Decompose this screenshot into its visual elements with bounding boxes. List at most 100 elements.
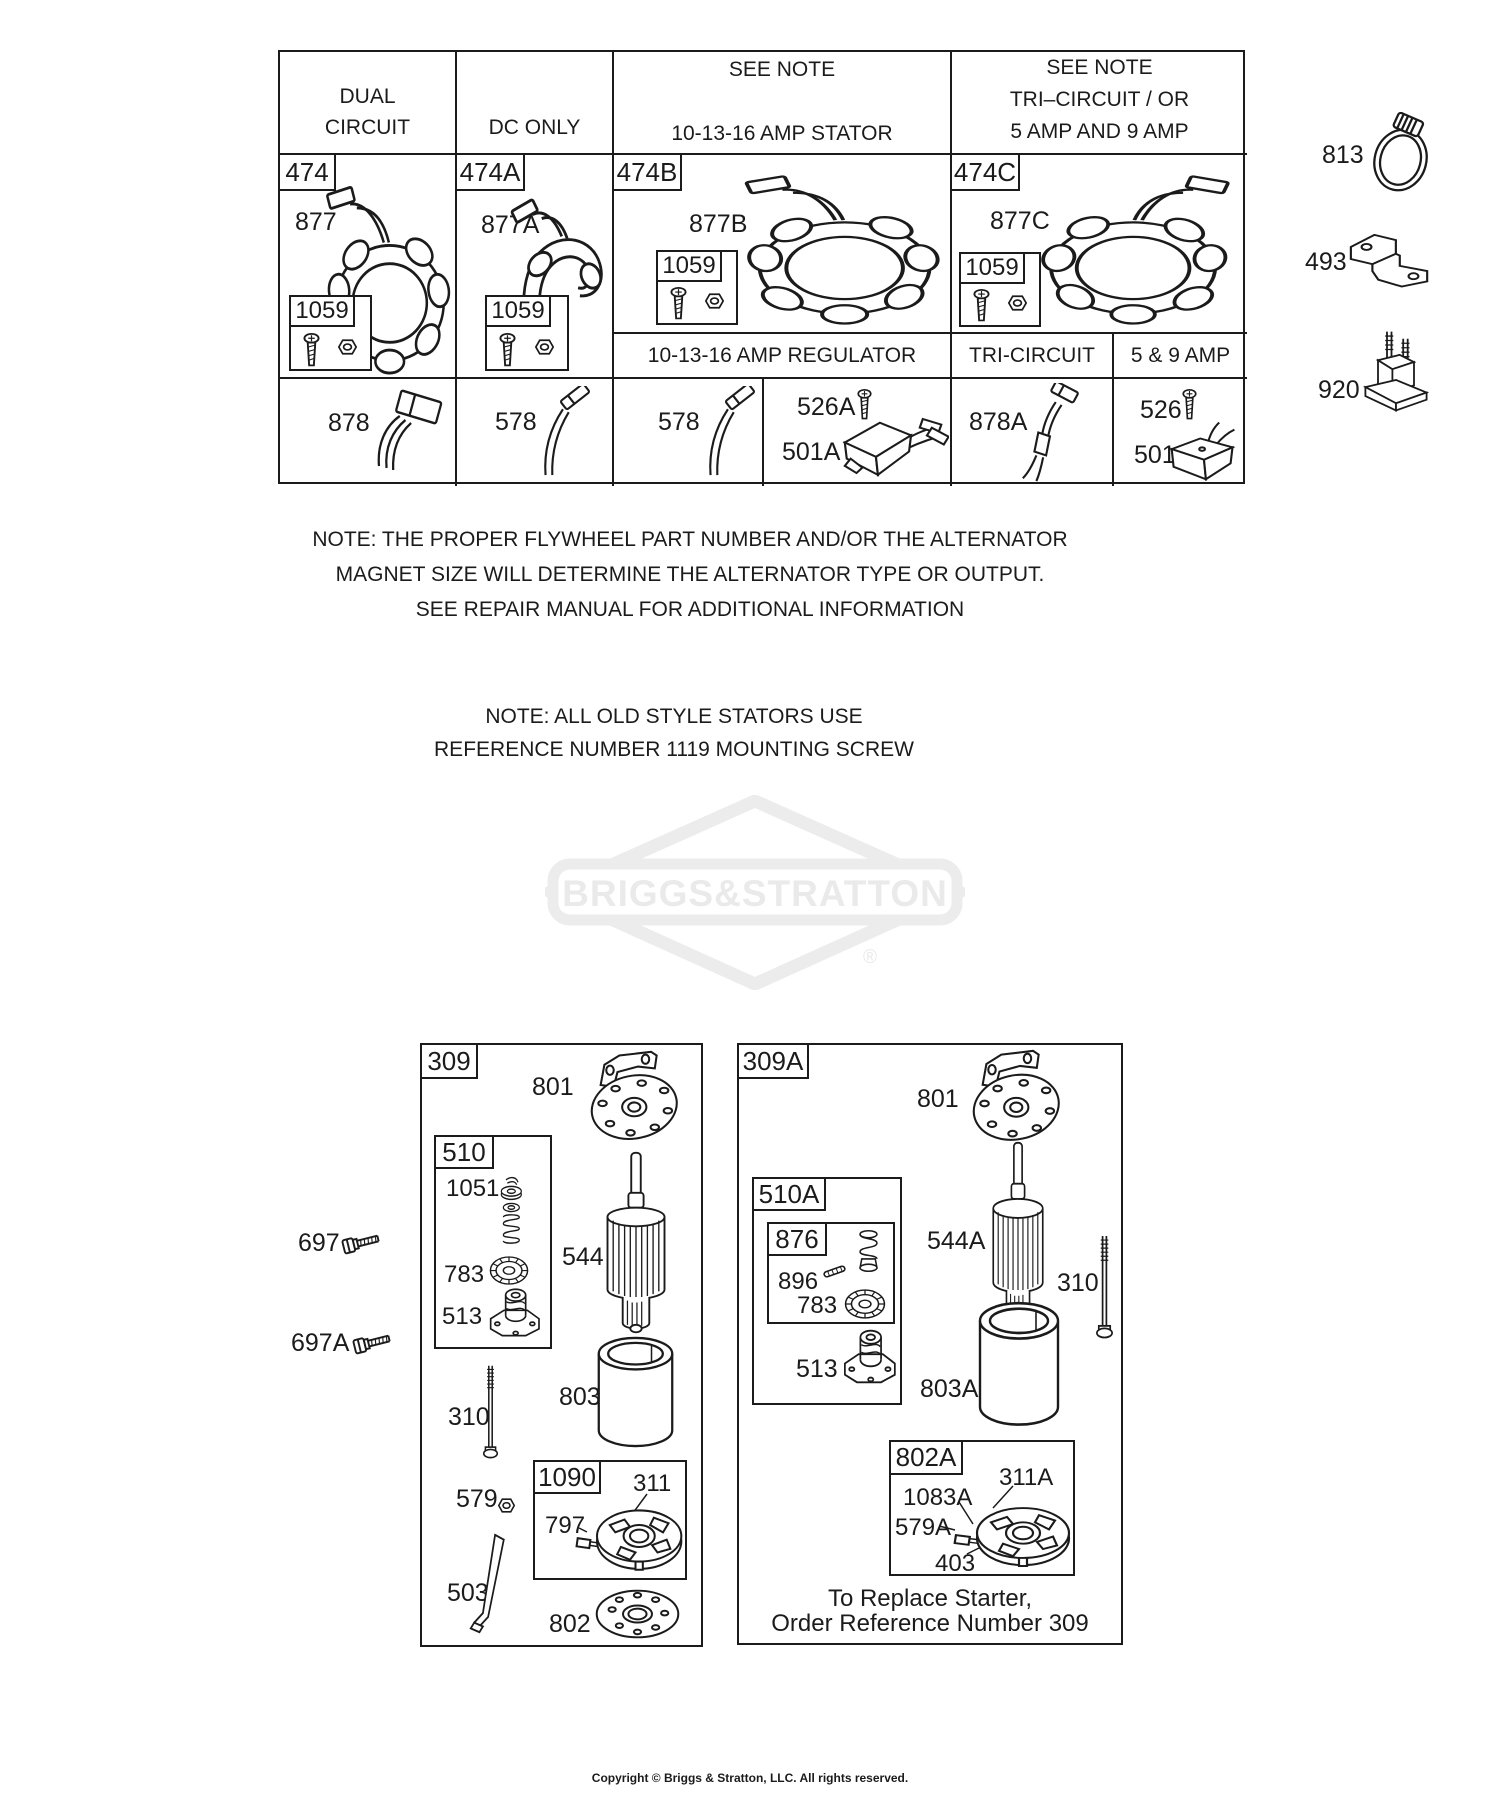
part-526: 526: [1140, 396, 1182, 424]
part-878: 878: [328, 409, 370, 437]
header-tri-subtitle: 5 AMP AND 9 AMP: [1010, 120, 1189, 143]
flywheel-note: NOTE: THE PROPER FLYWHEEL PART NUMBER AN…: [165, 522, 1215, 627]
ref-474: 474: [280, 155, 336, 191]
stator-note: NOTE: ALL OLD STYLE STATORS USE REFERENC…: [174, 700, 1174, 766]
stator-ring-icon: [1037, 173, 1242, 325]
part-513: 513: [796, 1355, 838, 1383]
part-813: 813: [1322, 141, 1364, 169]
watermark-band: [547, 858, 963, 926]
roll-pin-icon: [821, 1262, 848, 1281]
solenoid-icon: [1360, 328, 1432, 414]
header-tri-circuit: SEE NOTE TRI–CIRCUIT / OR 5 AMP AND 9 AM…: [952, 52, 1247, 155]
hardware-box-1059: 1059: [656, 250, 738, 325]
ref-510A: 510A: [754, 1179, 826, 1211]
part-544: 544: [562, 1243, 604, 1271]
part-310: 310: [448, 1403, 490, 1431]
part-501: 501: [1134, 441, 1176, 469]
part-578: 578: [658, 408, 700, 436]
retainer-washer-spring-icon: [494, 1175, 526, 1253]
part-311: 311: [633, 1470, 672, 1497]
cell-wire-878A: 878A: [952, 379, 1114, 486]
part-310: 310: [1057, 1269, 1099, 1297]
drive-kit-510A-box: 510A 876 896 783 513: [752, 1177, 902, 1405]
bracket-icon: [1345, 228, 1435, 290]
header-tri-see-note: SEE NOTE: [1046, 56, 1153, 79]
replace-starter-caption-line2: Order Reference Number 309: [771, 1610, 1089, 1637]
wire-icon: [697, 386, 755, 478]
part-579A: 579A: [895, 1514, 952, 1541]
part-578: 578: [495, 408, 537, 436]
brush-spring-strip-icon: [469, 1533, 509, 1636]
cell-harness-878: 878: [280, 379, 457, 486]
armature-icon: [598, 1150, 674, 1336]
part-697: 697: [298, 1229, 340, 1257]
spring-kit-876-box: 876 896 783: [767, 1222, 895, 1324]
part-803A: 803A: [920, 1375, 979, 1403]
cell-stator-474: 474 877 1059: [280, 155, 457, 379]
mounting-bracket-icon: [582, 1050, 680, 1142]
hex-bolt-icon: [352, 1327, 394, 1356]
cell-regulator-501: 526 501: [1114, 379, 1247, 486]
screw-icon: [670, 287, 687, 321]
part-803: 803: [559, 1383, 601, 1411]
part-896: 896: [778, 1268, 819, 1295]
flywheel-note-line3: SEE REPAIR MANUAL FOR ADDITIONAL INFORMA…: [415, 598, 965, 621]
cell-wire-578-stator: 578: [614, 379, 764, 486]
regulator-icon: [837, 412, 949, 482]
flywheel-note-line1: NOTE: THE PROPER FLYWHEEL PART NUMBER AN…: [312, 528, 1068, 551]
part-877C: 877C: [990, 207, 1050, 235]
pinion-gear-icon: [488, 1254, 530, 1287]
starter-309A-box: 309A 801 544A 310 510A 876 896 783 513 8…: [737, 1043, 1123, 1645]
stator-ring-icon: [732, 173, 944, 325]
end-plate-disc-icon: [594, 1588, 681, 1640]
ref-510: 510: [436, 1137, 494, 1169]
header-dual-line1: DUAL: [339, 85, 396, 108]
part-1051: 1051: [446, 1175, 500, 1202]
hardware-box-1059: 1059: [959, 252, 1041, 327]
part-877B: 877B: [689, 210, 748, 238]
replace-starter-caption-line1: To Replace Starter,: [827, 1585, 1033, 1612]
header-stator-see-note: SEE NOTE: [728, 58, 836, 81]
ref-1059: 1059: [658, 252, 722, 282]
through-bolt-icon: [482, 1363, 499, 1459]
hardware-box-1059: 1059: [485, 295, 569, 371]
pinion-gear-icon: [843, 1287, 887, 1321]
regulator-icon: [1166, 419, 1242, 481]
subheader-5-9-amp: 5 & 9 AMP: [1114, 334, 1247, 379]
screw-icon: [303, 333, 320, 368]
through-bolt-icon: [1095, 1233, 1114, 1339]
screw-icon: [1182, 389, 1197, 421]
part-801: 801: [532, 1073, 574, 1101]
starter-housing-icon: [976, 1301, 1062, 1429]
watermark-brand-text: BRIGGS&STRATTON: [562, 873, 948, 914]
part-513: 513: [442, 1303, 483, 1330]
drive-kit-510-box: 510 1051 783 513: [434, 1135, 552, 1349]
part-526A: 526A: [797, 393, 856, 421]
part-877: 877: [295, 208, 337, 236]
ref-309: 309: [422, 1045, 478, 1079]
end-cap-1090-box: 1090 311 797: [533, 1460, 687, 1580]
ref-876: 876: [769, 1224, 827, 1256]
cell-stator-474A: 474A 877A 1059: [457, 155, 614, 379]
cell-wire-578-dc: 578: [457, 379, 614, 486]
briggs-stratton-watermark-logo: BRIGGS&STRATTON ®: [545, 795, 965, 990]
part-878A: 878A: [969, 408, 1028, 436]
part-579: 579: [456, 1485, 498, 1513]
ref-1090: 1090: [535, 1462, 601, 1494]
ref-1059: 1059: [487, 297, 551, 327]
alternator-options-table: DUAL CIRCUIT DC ONLY SEE NOTE 10-13-16 A…: [278, 50, 1247, 486]
stator-note-line2: REFERENCE NUMBER 1119 MOUNTING SCREW: [434, 738, 914, 761]
part-493: 493: [1305, 248, 1347, 276]
screw-icon: [499, 333, 516, 368]
header-dual-line2: CIRCUIT: [324, 116, 411, 139]
header-stator-title: 10-13-16 AMP STATOR: [671, 122, 893, 145]
hardware-box-1059: 1059: [289, 295, 372, 371]
ref-1059: 1059: [291, 297, 355, 327]
cell-stator-474B: 474B 877B 1059: [614, 155, 952, 334]
subheader-tri-circuit: TRI-CIRCUIT: [952, 334, 1114, 379]
part-403: 403: [935, 1550, 976, 1577]
part-503: 503: [447, 1579, 489, 1607]
part-920: 920: [1318, 376, 1360, 404]
part-544A: 544A: [927, 1227, 986, 1255]
part-311A: 311A: [999, 1464, 1054, 1491]
